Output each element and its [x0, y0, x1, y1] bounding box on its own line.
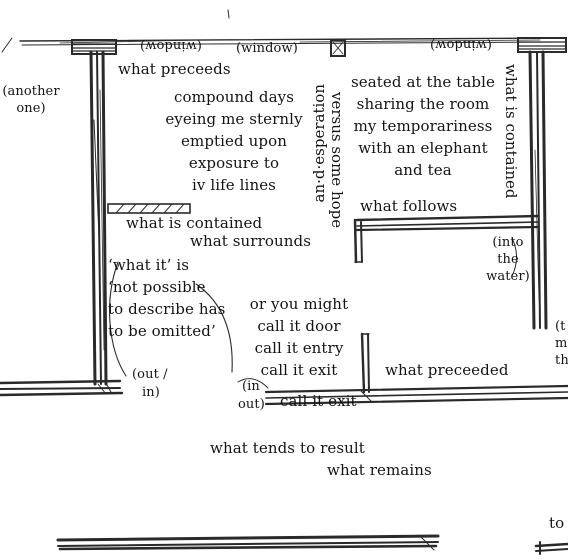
- door-swing-arc: [109, 261, 127, 377]
- bottom-wall-right: [264, 384, 568, 406]
- bottom-right-wall: [534, 541, 568, 555]
- bracket-mark: [511, 237, 517, 277]
- seated-at-table-stanza: seated at the table sharing the room my …: [350, 73, 495, 179]
- call-it-exit-label: call it exit: [280, 392, 357, 410]
- compound-days-stanza: compound days eyeing me sternly emptied …: [165, 88, 303, 194]
- what-surrounds-label: what surrounds: [190, 232, 311, 250]
- stray-mark: [227, 9, 230, 19]
- door-entry-exit-stanza: or you might call it door call it entry …: [249, 295, 349, 379]
- right-wall: [528, 50, 548, 330]
- window-label-top-center: (window): [236, 41, 298, 56]
- out-in-label: (out / in): [132, 367, 168, 400]
- what-preceeded-label: what preceeded: [385, 361, 509, 379]
- what-remains-label: what remains: [327, 461, 432, 479]
- top-left-wall-block: [71, 39, 117, 55]
- window-label-top-right: (window): [430, 37, 492, 52]
- into-the-water-label: (into the water): [486, 235, 530, 284]
- what-it-is-stanza: ‘what it’ is ‘not possible to describe h…: [108, 256, 226, 340]
- another-one-label: (another one): [2, 84, 60, 116]
- versus-some-hope-vertical: versus some hope: [328, 92, 346, 229]
- what-tends-to-result-label: what tends to result: [210, 439, 365, 457]
- an-desperation-vertical: an·d·esperation: [310, 84, 328, 203]
- what-is-contained-label: what is contained: [126, 214, 263, 232]
- to-cut-label: to: [549, 514, 565, 532]
- bottom-wall-left: [0, 379, 124, 397]
- left-wall-window: [107, 203, 191, 214]
- what-preceeds-label: what preceeds: [118, 60, 231, 78]
- left-wall: [89, 50, 108, 386]
- in-out-label: (in out): [238, 379, 265, 412]
- what-follows-label: what follows: [360, 197, 458, 215]
- door-swing-arc: [195, 283, 233, 373]
- top-center-column: [330, 39, 346, 57]
- interior-wall-horizontal: [355, 214, 540, 232]
- bottom-floor-line: [56, 534, 440, 551]
- window-label-top-left: (window): [140, 38, 202, 53]
- right-edge-cut-label: (t m th: [555, 319, 568, 368]
- what-is-contained-vertical: what is contained: [502, 64, 520, 199]
- stray-mark: [1, 37, 13, 53]
- interior-wall-vertical: [353, 218, 363, 264]
- door-post: [360, 332, 370, 394]
- door-swing-arc: [237, 378, 269, 389]
